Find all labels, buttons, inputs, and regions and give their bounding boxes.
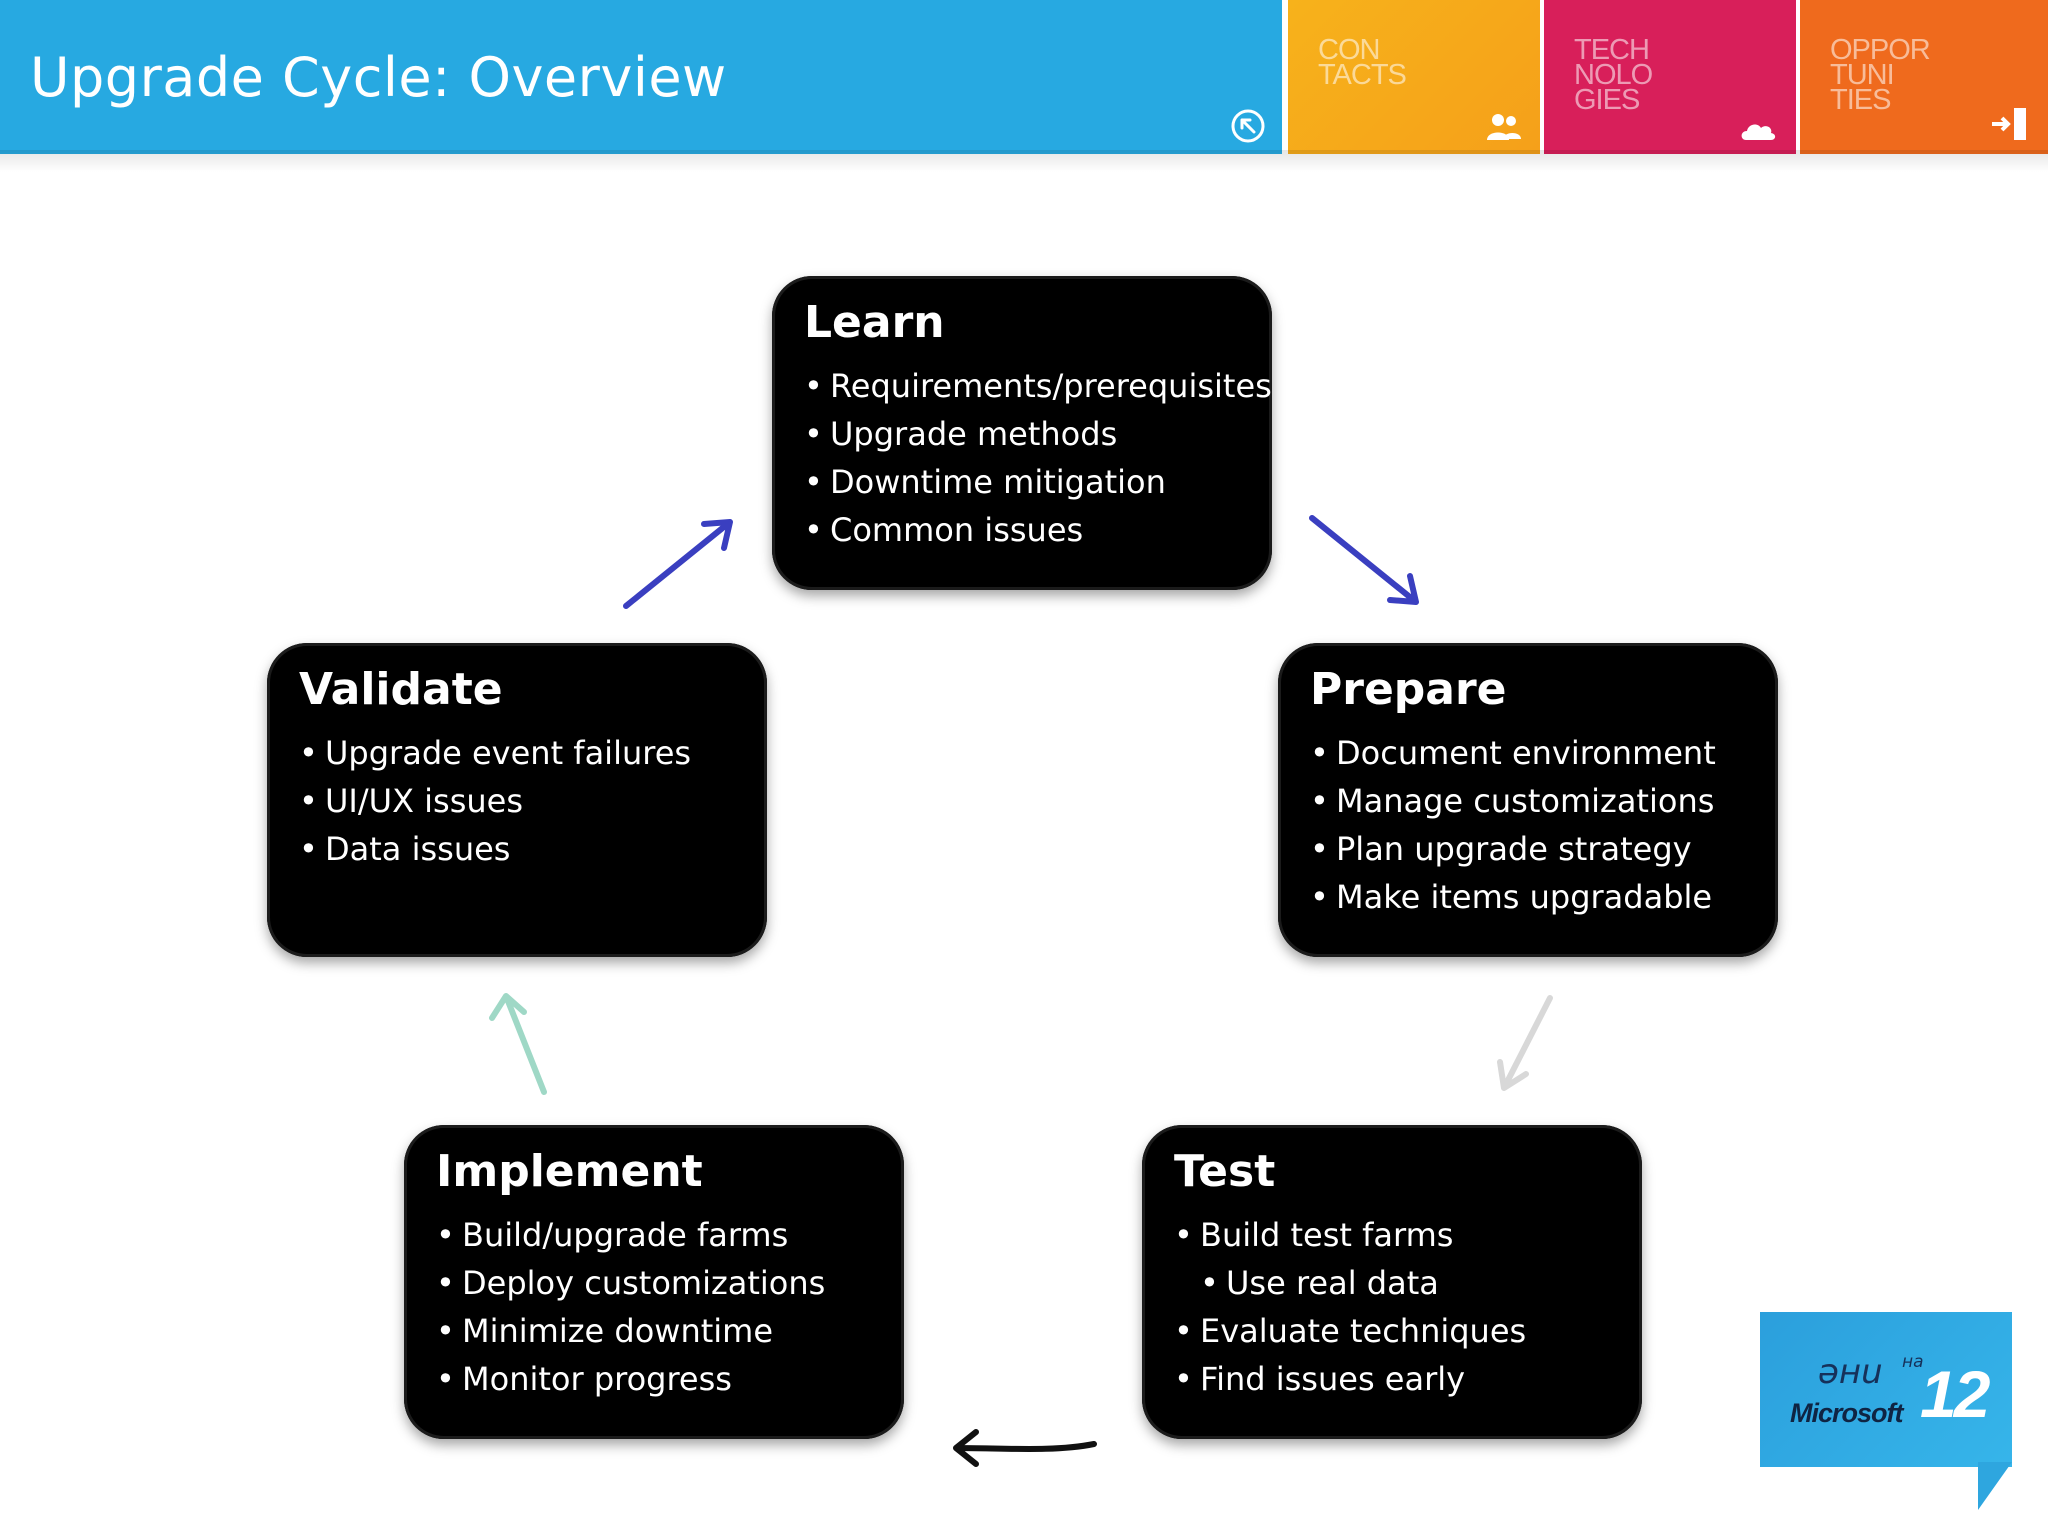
learn-box: Learn Requirements/prerequisites Upgrade…	[772, 276, 1272, 590]
implement-list: Build/upgrade farms Deploy customization…	[436, 1211, 876, 1403]
test-title: Test	[1174, 1146, 1276, 1197]
tile-opportunities[interactable]: OPPOR TUNI TIES	[1800, 0, 2048, 154]
people-icon	[1487, 114, 1521, 140]
prepare-item: Document environment	[1310, 729, 1750, 777]
slide-title: Upgrade Cycle: Overview	[30, 46, 727, 109]
validate-item: Upgrade event failures	[299, 729, 739, 777]
prepare-item: Manage customizations	[1310, 777, 1750, 825]
arrow-implement-to-validate	[489, 993, 547, 1095]
arrow-learn-to-prepare	[1309, 515, 1419, 605]
logo-script-text: ǝнu	[1818, 1352, 1883, 1392]
test-box: Test Build test farms Use real data Eval…	[1142, 1125, 1642, 1439]
implement-item: Monitor progress	[436, 1355, 876, 1403]
validate-item: UI/UX issues	[299, 777, 739, 825]
arrow-validate-to-learn	[623, 519, 733, 609]
event-logo: ǝнu на Microsoft 12	[1760, 1312, 2012, 1512]
implement-box: Implement Build/upgrade farms Deploy cus…	[404, 1125, 904, 1439]
implement-item: Build/upgrade farms	[436, 1211, 876, 1259]
implement-item: Minimize downtime	[436, 1307, 876, 1355]
learn-item: Common issues	[804, 506, 1244, 554]
learn-item: Downtime mitigation	[804, 458, 1244, 506]
test-subitem: Use real data	[1174, 1259, 1614, 1307]
implement-item: Deploy customizations	[436, 1259, 876, 1307]
logo-number: 12	[1920, 1357, 1990, 1431]
logo-brand: Microsoft	[1790, 1398, 1903, 1428]
tile-contacts[interactable]: CON TACTS	[1288, 0, 1540, 154]
learn-item: Requirements/prerequisites	[804, 362, 1272, 410]
arrow-test-to-implement	[953, 1429, 1097, 1467]
slide-header: Upgrade Cycle: Overview CON TACTS TECH N…	[0, 0, 2048, 172]
title-bar: Upgrade Cycle: Overview	[0, 0, 1282, 154]
learn-title: Learn	[804, 297, 945, 348]
logo-tail-shape	[1978, 1462, 2012, 1510]
arrow-prepare-to-test	[1497, 995, 1553, 1091]
tile-label-opportunities: OPPOR TUNI TIES	[1830, 34, 1931, 116]
tile-label-contacts: CON TACTS	[1318, 34, 1407, 91]
test-list: Build test farms Use real data Evaluate …	[1174, 1211, 1614, 1403]
logo-background	[1760, 1312, 2012, 1467]
prepare-item: Make items upgradable	[1310, 873, 1750, 921]
back-arrow-icon[interactable]	[1230, 108, 1266, 144]
prepare-box: Prepare Document environment Manage cust…	[1278, 643, 1778, 957]
test-item: Find issues early	[1174, 1355, 1614, 1403]
validate-list: Upgrade event failures UI/UX issues Data…	[299, 729, 739, 873]
tile-label-technologies: TECH NOLO GIES	[1574, 34, 1653, 116]
enter-door-icon	[1992, 108, 2026, 140]
validate-box: Validate Upgrade event failures UI/UX is…	[267, 643, 767, 957]
prepare-list: Document environment Manage customizatio…	[1310, 729, 1750, 921]
tile-technologies[interactable]: TECH NOLO GIES	[1544, 0, 1796, 154]
logo-superscript: на	[1902, 1352, 1924, 1372]
header-shadow	[0, 150, 2048, 172]
validate-item: Data issues	[299, 825, 739, 873]
cloud-icon	[1741, 124, 1776, 140]
learn-item: Upgrade methods	[804, 410, 1244, 458]
implement-title: Implement	[436, 1146, 703, 1197]
test-item: Build test farms	[1174, 1211, 1614, 1259]
prepare-title: Prepare	[1310, 664, 1507, 715]
test-item: Evaluate techniques	[1174, 1307, 1614, 1355]
prepare-item: Plan upgrade strategy	[1310, 825, 1750, 873]
learn-list: Requirements/prerequisites Upgrade metho…	[804, 362, 1272, 554]
validate-title: Validate	[299, 664, 503, 715]
